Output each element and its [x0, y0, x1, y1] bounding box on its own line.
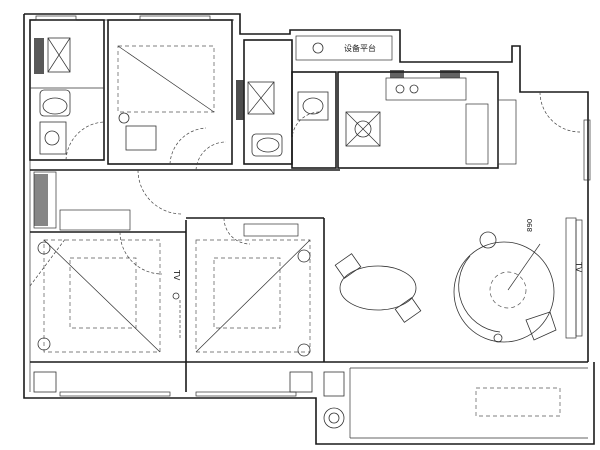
windows	[35, 15, 591, 397]
left-bedroom-furniture: TV	[37, 239, 181, 353]
balcony-fixtures	[33, 371, 561, 429]
doors	[29, 91, 581, 340]
top-bedroom-furniture	[117, 45, 215, 151]
equipment-platform: 设备平台	[295, 35, 393, 61]
bath-fixtures-left	[39, 37, 71, 155]
kitchen-fixtures	[345, 77, 517, 165]
interior-walls	[29, 19, 588, 439]
bath-fixtures-middle	[247, 81, 329, 157]
wall-hatches	[34, 38, 460, 226]
equipment-platform-label: 设备平台	[344, 43, 376, 53]
tv-label-left: TV	[172, 269, 181, 281]
outer-walls	[23, 13, 595, 445]
living-mark-label: 890	[526, 219, 534, 232]
tv-label-right: TV	[574, 261, 583, 273]
living-room-furniture: 890 TV	[334, 219, 583, 343]
right-bedroom-furniture	[195, 223, 311, 357]
